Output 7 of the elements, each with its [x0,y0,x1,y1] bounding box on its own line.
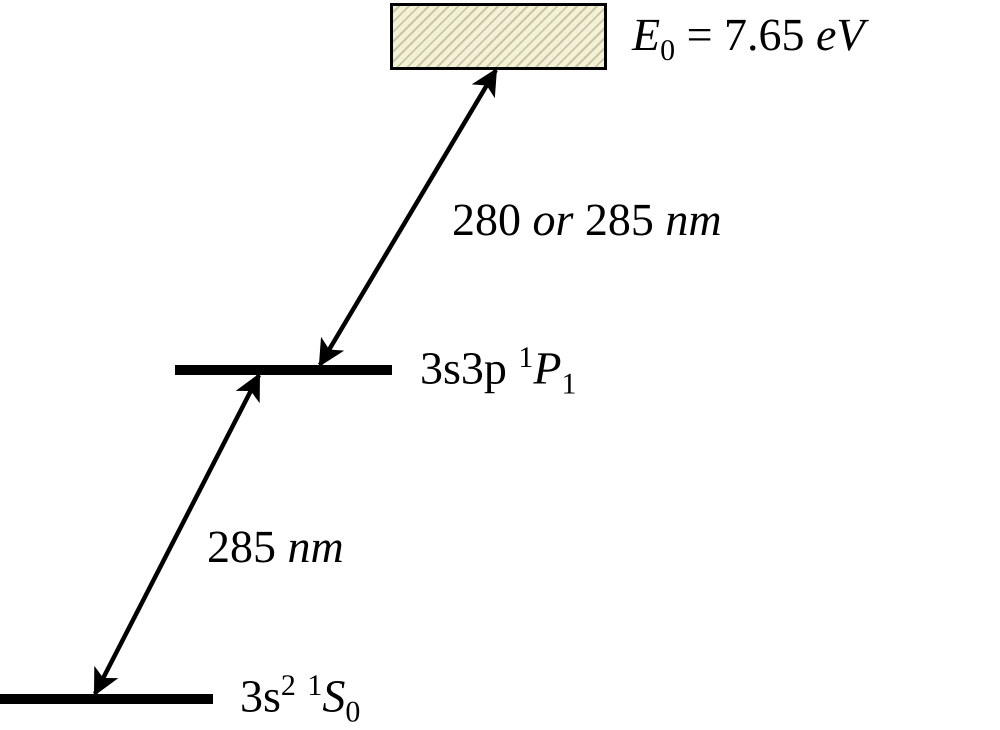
double-headed-arrow [93,373,261,696]
energy-level-bar [0,694,213,704]
hatched-energy-band [390,3,607,70]
level-label: 3s$^{2}$ $^{1}$S$_{0}$ [240,670,360,730]
level-label: 3s3p $^{1}$P$_{1}$ [420,342,576,402]
energy-level-bar [175,365,392,375]
double-headed-arrow [318,68,498,367]
